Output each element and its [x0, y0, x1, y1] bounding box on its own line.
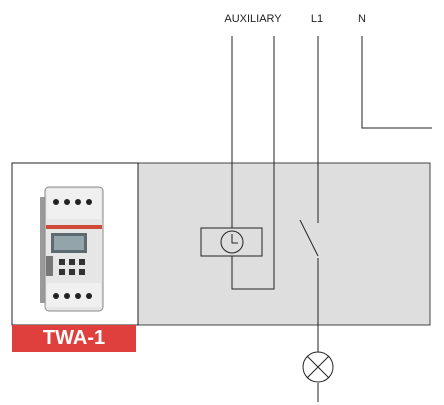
l1-wire — [299, 36, 319, 402]
lamp-icon — [302, 351, 334, 383]
label-l1: L1 — [311, 13, 323, 25]
product-name-label: TWA-1 — [12, 325, 136, 352]
label-auxiliary: AUXILIARY — [224, 13, 282, 25]
auxiliary-wires — [231, 36, 275, 290]
timer-device-photo — [40, 186, 104, 312]
clock-icon — [200, 227, 263, 257]
module-panel — [137, 162, 431, 326]
label-n: N — [358, 13, 366, 25]
neutral-wire — [361, 36, 432, 129]
switch-contact-icon — [299, 219, 319, 257]
